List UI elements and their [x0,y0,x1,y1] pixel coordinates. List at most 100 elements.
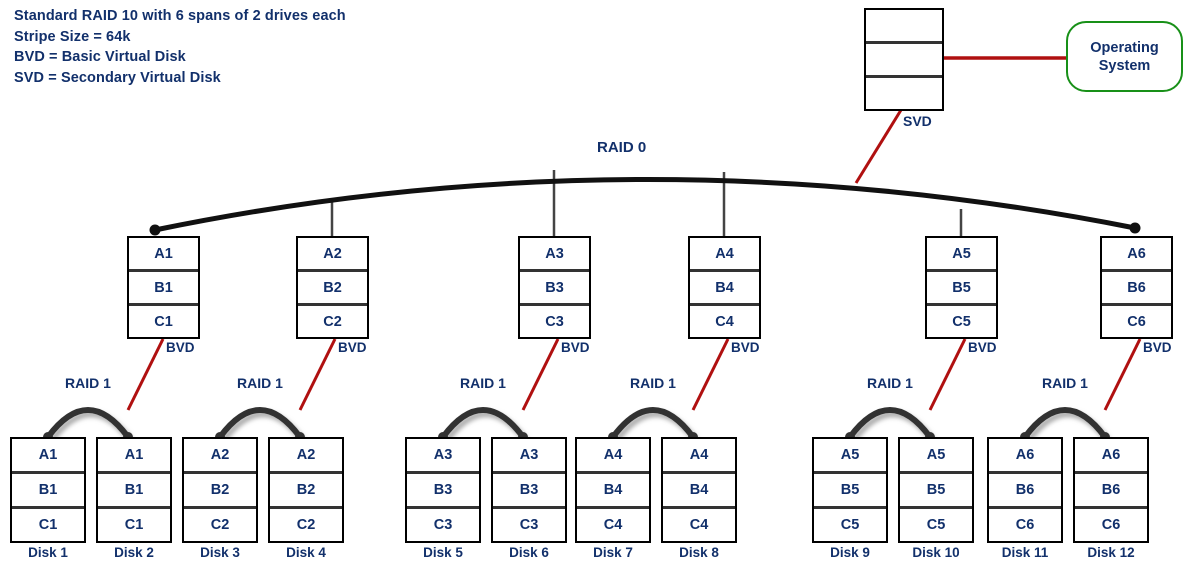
bvd-box-3[interactable]: A3 B3 C3 [518,236,591,339]
disk-5-cell-a: A3 [407,439,479,474]
bvd-2-cell-c: C2 [298,306,367,337]
bvd-3-cell-a: A3 [520,238,589,272]
svd-cell-2 [866,44,942,78]
raid1-arc-4 [610,407,696,440]
disk-1-cell-c: C1 [12,509,84,541]
raid0-arc-endpoint-left [149,224,161,236]
raid0-label: RAID 0 [597,139,647,156]
disk-box-4[interactable]: A2 B2 C2 [268,437,344,543]
bvd-4-cell-b: B4 [690,272,759,306]
disk-box-2[interactable]: A1 B1 C1 [96,437,172,543]
raid1-label-4: RAID 1 [630,375,676,391]
disk-4-cell-c: C2 [270,509,342,541]
bvd-label-2: BVD [338,340,367,355]
bvd-box-2[interactable]: A2 B2 C2 [296,236,369,339]
disk-2-cell-b: B1 [98,474,170,509]
disk-box-5[interactable]: A3 B3 C3 [405,437,481,543]
bvd-1-cell-c: C1 [129,306,198,337]
disk-9-cell-c: C5 [814,509,886,541]
operating-system-box[interactable]: Operating System [1066,21,1183,92]
disk-7-cell-b: B4 [577,474,649,509]
disk-4-cell-a: A2 [270,439,342,474]
bvd-label-3: BVD [561,340,590,355]
raid1-label-3: RAID 1 [460,375,506,391]
disk-3-cell-c: C2 [184,509,256,541]
bvd-label-5: BVD [968,340,997,355]
disk-12-cell-b: B6 [1075,474,1147,509]
bvd-6-cell-c: C6 [1102,306,1171,337]
disk-label-10: Disk 10 [912,545,960,560]
svd-box[interactable] [864,8,944,111]
os-label-line-1: Operating [1090,39,1159,56]
disk-box-8[interactable]: A4 B4 C4 [661,437,737,543]
bvd-3-cell-b: B3 [520,272,589,306]
disk-box-7[interactable]: A4 B4 C4 [575,437,651,543]
svd-to-raid0-link [854,109,903,184]
bvd-box-6[interactable]: A6 B6 C6 [1100,236,1173,339]
disk-3-cell-a: A2 [184,439,256,474]
disk-box-10[interactable]: A5 B5 C5 [898,437,974,543]
disk-box-1[interactable]: A1 B1 C1 [10,437,86,543]
disk-11-cell-c: C6 [989,509,1061,541]
disk-5-cell-c: C3 [407,509,479,541]
disk-box-9[interactable]: A5 B5 C5 [812,437,888,543]
disk-box-6[interactable]: A3 B3 C3 [491,437,567,543]
bvd-label-1: BVD [166,340,195,355]
raid1-arc-2 [217,407,303,440]
disk-label-7: Disk 7 [593,545,633,560]
disk-8-cell-b: B4 [663,474,735,509]
disk-box-3[interactable]: A2 B2 C2 [182,437,258,543]
bvd-box-4[interactable]: A4 B4 C4 [688,236,761,339]
raid0-arc-endpoint-right [1129,222,1141,234]
disk-label-4: Disk 4 [286,545,326,560]
disk-12-cell-a: A6 [1075,439,1147,474]
bvd-box-5[interactable]: A5 B5 C5 [925,236,998,339]
bvd-4-cell-c: C4 [690,306,759,337]
disk-box-11[interactable]: A6 B6 C6 [987,437,1063,543]
disk-11-cell-b: B6 [989,474,1061,509]
svd-cell-3 [866,78,942,109]
disk-box-12[interactable]: A6 B6 C6 [1073,437,1149,543]
disk-label-3: Disk 3 [200,545,240,560]
disk-8-cell-c: C4 [663,509,735,541]
raid1-label-5: RAID 1 [867,375,913,391]
disk-label-11: Disk 11 [1001,545,1049,560]
disk-7-cell-a: A4 [577,439,649,474]
legend-line-2: Stripe Size = 64k [14,28,131,45]
raid1-arc-3 [440,407,526,440]
bvd-2-cell-b: B2 [298,272,367,306]
disk-10-cell-c: C5 [900,509,972,541]
disk-8-cell-a: A4 [663,439,735,474]
disk-label-1: Disk 1 [28,545,68,560]
disk-9-cell-b: B5 [814,474,886,509]
disk-2-cell-c: C1 [98,509,170,541]
raid1-label-6: RAID 1 [1042,375,1088,391]
disk-label-9: Disk 9 [830,545,870,560]
legend-block: Standard RAID 10 with 6 spans of 2 drive… [14,6,346,88]
bvd-1-cell-b: B1 [129,272,198,306]
bvd-5-cell-b: B5 [927,272,996,306]
legend-line-3: BVD = Basic Virtual Disk [14,49,186,65]
disk-label-6: Disk 6 [509,545,549,560]
disk-label-8: Disk 8 [679,545,719,560]
disk-6-cell-a: A3 [493,439,565,474]
raid1-arc-1 [45,407,131,440]
disk-3-cell-b: B2 [184,474,256,509]
disk-label-12: Disk 12 [1087,545,1135,560]
disk-1-cell-b: B1 [12,474,84,509]
legend-line-1: Standard RAID 10 with 6 spans of 2 drive… [14,8,346,24]
disk-10-cell-b: B5 [900,474,972,509]
bvd-2-cell-a: A2 [298,238,367,272]
bvd-label-6: BVD [1143,340,1172,355]
bvd-5-cell-c: C5 [927,306,996,337]
disk-9-cell-a: A5 [814,439,886,474]
disk-2-cell-a: A1 [98,439,170,474]
disk-4-cell-b: B2 [270,474,342,509]
bvd-1-cell-a: A1 [129,238,198,272]
bvd-box-1[interactable]: A1 B1 C1 [127,236,200,339]
os-label-line-2: System [1098,57,1151,74]
legend-line-4: SVD = Secondary Virtual Disk [14,69,221,86]
raid0-arc [152,177,1138,233]
disk-6-cell-c: C3 [493,509,565,541]
